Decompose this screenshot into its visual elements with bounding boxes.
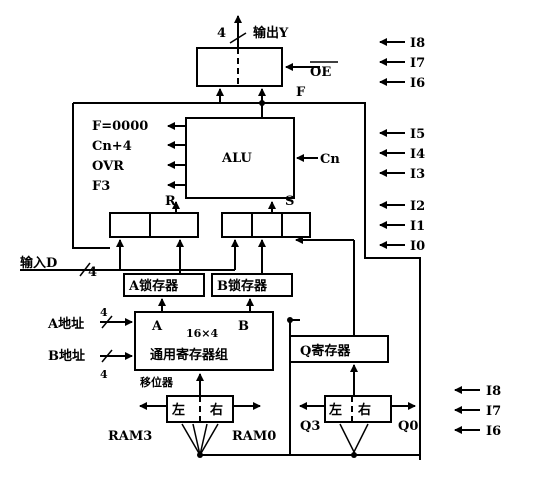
q-shifter-left-label: 左 xyxy=(329,402,342,418)
reg-name-label: 通用寄存器组 xyxy=(150,347,228,363)
q-register: Q寄存器 xyxy=(289,236,389,396)
b-latch-label: B锁存器 xyxy=(217,278,268,294)
ram0-label: RAM0 xyxy=(232,429,276,444)
a-latch-label: A锁存器 xyxy=(128,278,179,294)
ram3-label: RAM3 xyxy=(108,429,152,444)
i8-bottom-label: I8 xyxy=(486,384,501,399)
oe-label: OE xyxy=(310,65,331,80)
i2-label: I2 xyxy=(410,199,425,214)
instruction-bits-top: I8 I7 I6 xyxy=(379,36,425,91)
output-width-label: 4 xyxy=(217,26,226,41)
s-mux: S xyxy=(221,194,311,238)
a-address-width: 4 xyxy=(100,306,108,319)
reg-size-label: 16×4 xyxy=(186,327,219,340)
input-d-width: 4 xyxy=(88,265,97,280)
register-file: A B 16×4 通用寄存器组 xyxy=(134,298,274,371)
instruction-bits-middle: I5 I4 I3 xyxy=(379,127,425,182)
oe-signal: OE xyxy=(285,61,338,80)
b-address-label: B地址 xyxy=(48,348,85,364)
q-shifter: 左 右 Q3 Q0 xyxy=(299,395,418,454)
i3-label: I3 xyxy=(410,167,425,182)
q0-label: Q0 xyxy=(398,419,418,434)
instruction-bits-lower: I2 I1 I0 xyxy=(379,199,425,254)
r-mux: R xyxy=(109,194,199,238)
cn-label: Cn xyxy=(320,152,340,167)
a-address: A地址 4 xyxy=(47,306,133,332)
i7-bottom-label: I7 xyxy=(486,404,501,419)
input-d-label: 输入D xyxy=(20,255,57,271)
cn-input: Cn xyxy=(296,152,340,167)
i7-top-label: I7 xyxy=(410,56,425,71)
f-signal-label: F xyxy=(296,85,306,100)
b-address: B地址 4 xyxy=(48,348,133,381)
output-y-label: 输出Y xyxy=(253,25,289,41)
f-zero-label: F=0000 xyxy=(92,119,148,134)
b-latch: B锁存器 xyxy=(211,239,293,297)
q-shifter-right-label: 右 xyxy=(357,402,371,418)
i4-label: I4 xyxy=(410,147,425,162)
shifter-label: 移位器 xyxy=(140,375,174,389)
a-address-label: A地址 xyxy=(47,316,84,332)
alu-outputs: F=0000 Cn+4 OVR F3 xyxy=(92,119,186,194)
input-d: 输入D 4 xyxy=(20,239,239,280)
i8-top-label: I8 xyxy=(410,36,425,51)
b-address-width: 4 xyxy=(100,368,108,381)
instruction-bits-bottom: I8 I7 I6 xyxy=(454,384,501,439)
alu-label: ALU xyxy=(221,151,253,166)
alu-box: ALU xyxy=(185,117,295,199)
q-register-label: Q寄存器 xyxy=(300,343,351,359)
i6-bottom-label: I6 xyxy=(486,424,501,439)
ovr-label: OVR xyxy=(92,159,124,174)
cn4-label: Cn+4 xyxy=(92,139,132,154)
a-latch: A锁存器 xyxy=(123,239,205,297)
shifter-left-label: 左 xyxy=(172,402,185,418)
i5-label: I5 xyxy=(410,127,425,142)
f3-label: F3 xyxy=(92,179,110,194)
shifter-right-label: 右 xyxy=(209,402,223,418)
s-port-label: S xyxy=(285,194,294,209)
q3-label: Q3 xyxy=(300,419,320,434)
output-latch xyxy=(196,47,283,87)
output-y: 4 输出Y xyxy=(217,15,289,48)
shifter: 移位器 左 右 RAM3 RAM0 xyxy=(108,373,276,457)
i6-top-label: I6 xyxy=(410,76,425,91)
reg-port-b-label: B xyxy=(238,319,249,334)
i0-label: I0 xyxy=(410,239,425,254)
i1-label: I1 xyxy=(410,219,425,234)
reg-port-a-label: A xyxy=(151,319,163,334)
r-port-label: R xyxy=(165,194,176,209)
